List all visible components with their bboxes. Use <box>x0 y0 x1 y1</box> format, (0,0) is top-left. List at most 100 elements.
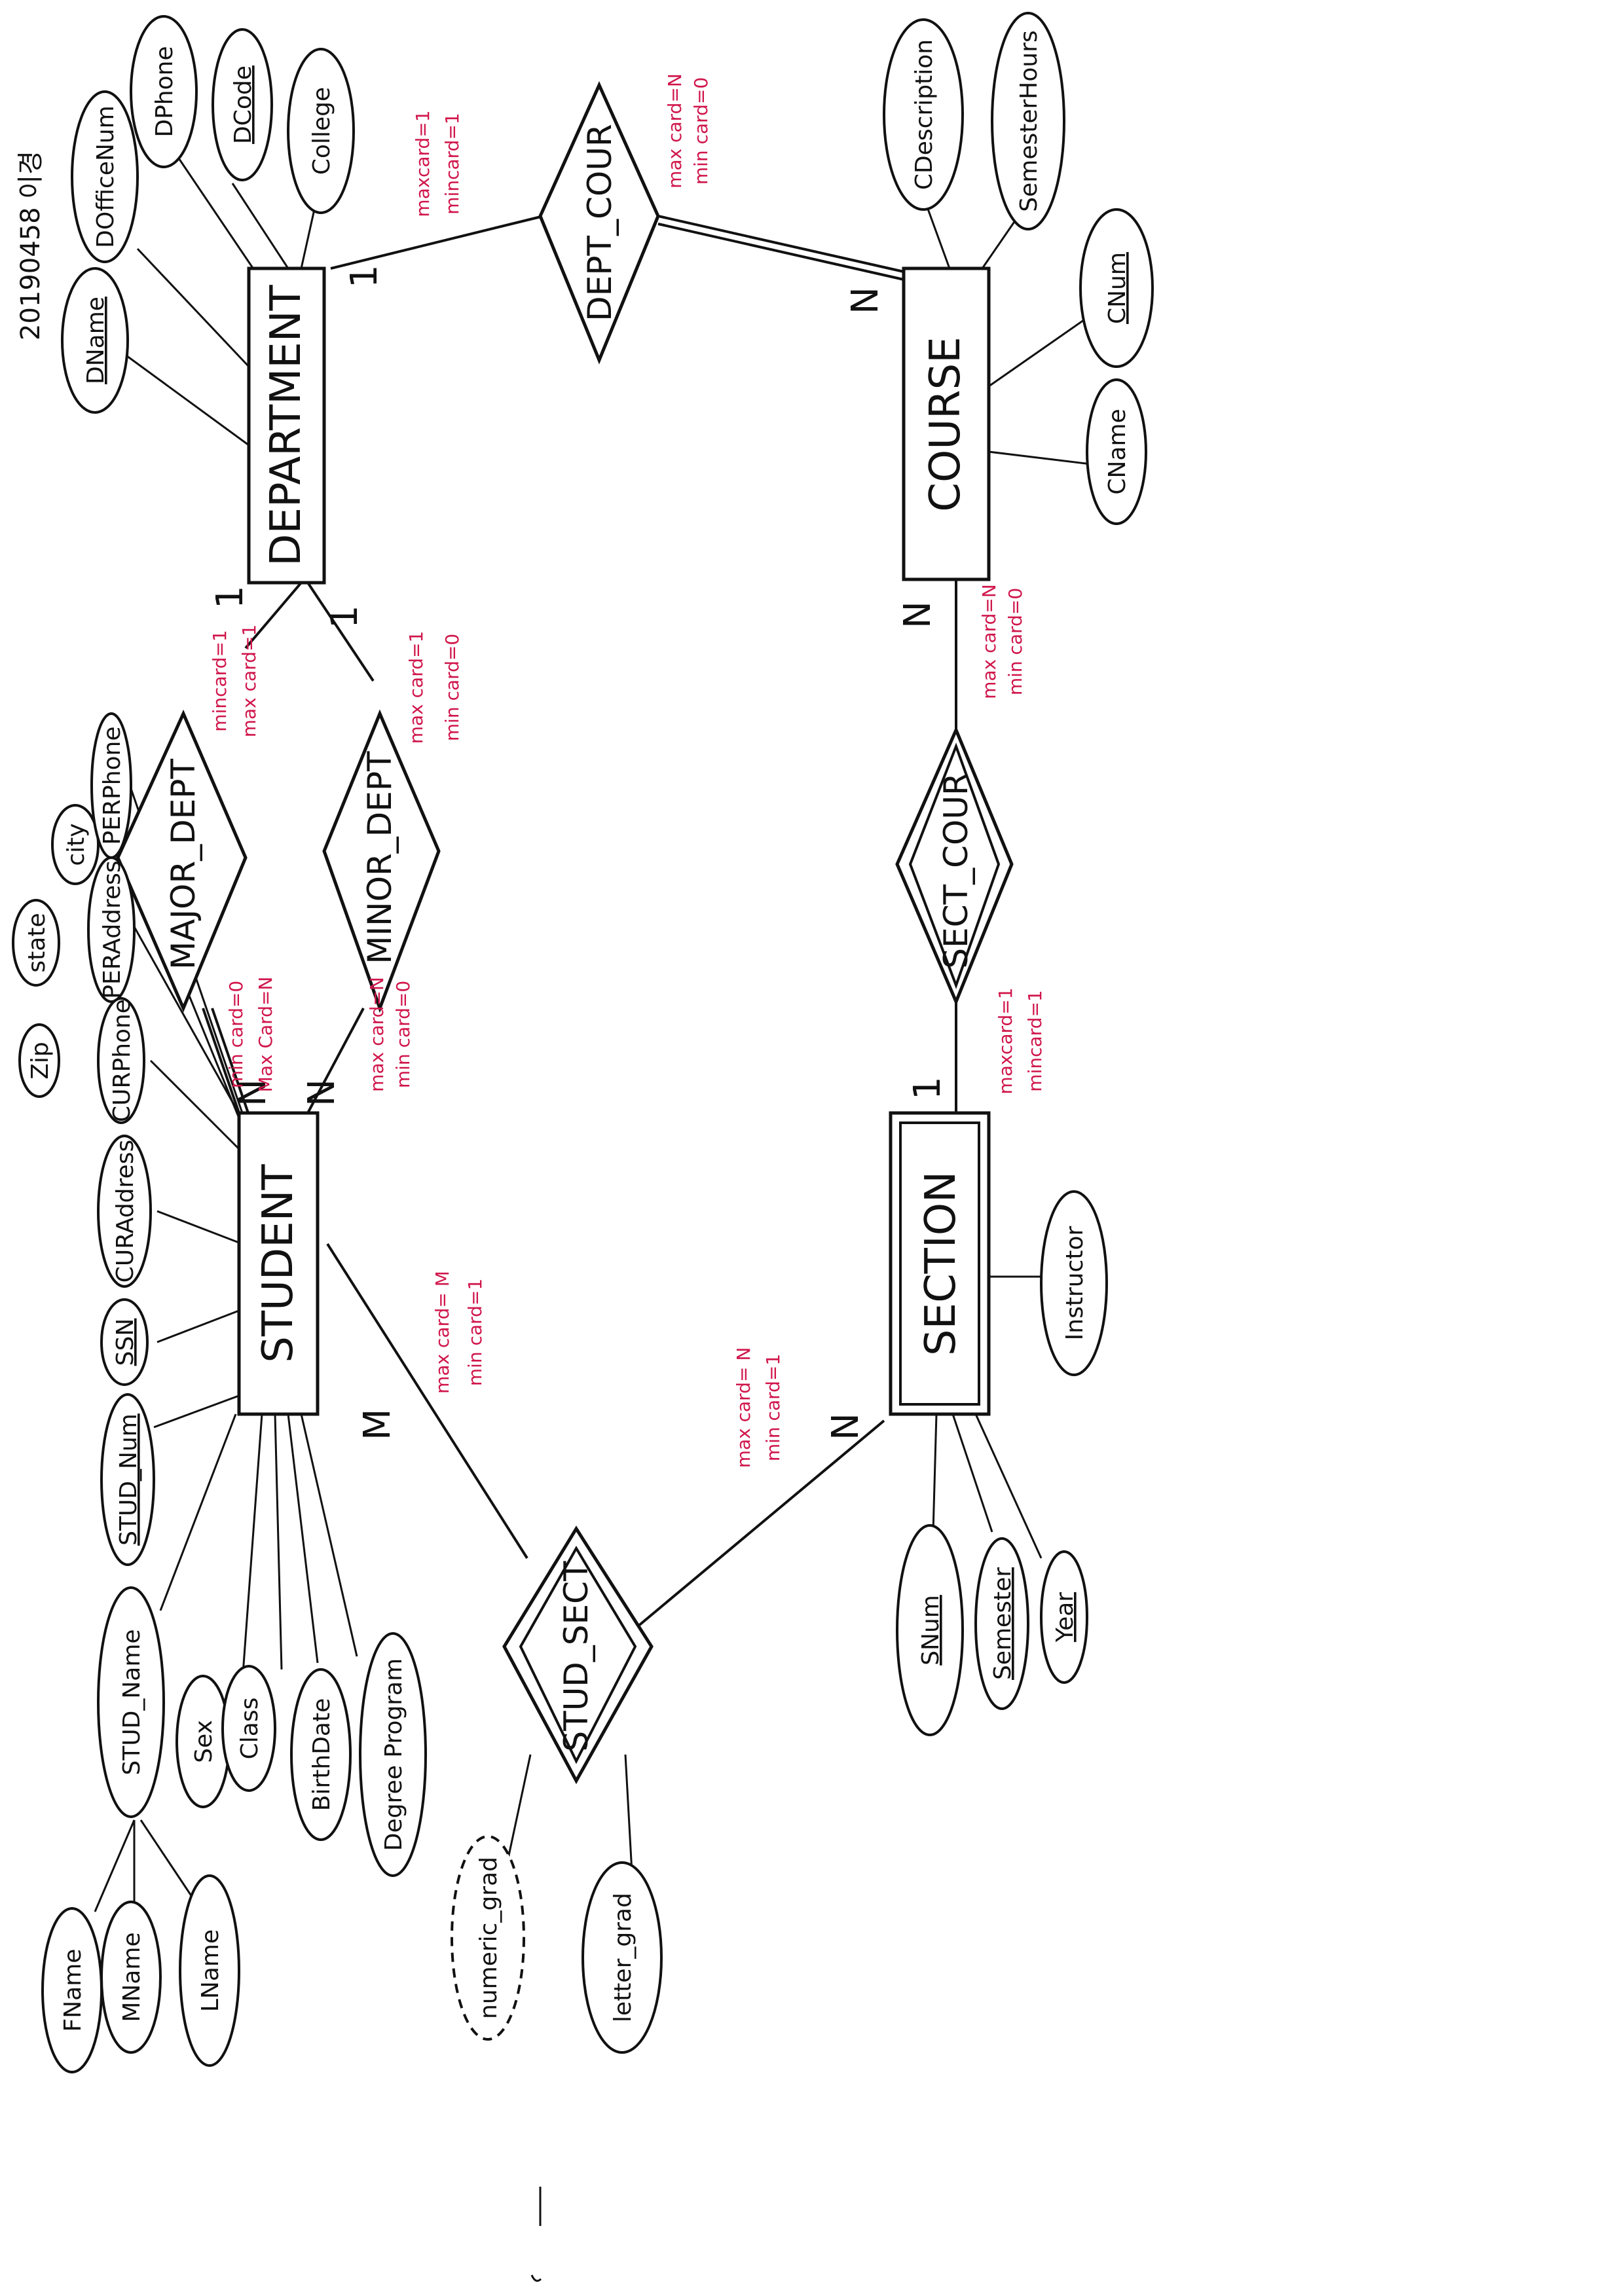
constraint-major-dept-dept-2: max card=1 <box>238 625 260 738</box>
constraint-dept-cour-dept-1: maxcard=1 <box>412 110 434 217</box>
svg-text:COURSE: COURSE <box>921 337 970 511</box>
svg-text:Instructor: Instructor <box>1061 1226 1088 1340</box>
svg-text:MAJOR_DEPT: MAJOR_DEPT <box>164 759 202 970</box>
svg-text:Year: Year <box>1052 1592 1079 1643</box>
svg-text:DEPT_COUR: DEPT_COUR <box>581 124 619 321</box>
svg-text:CURAddress: CURAddress <box>112 1140 139 1283</box>
attribute-degree-program: Degree Program <box>359 1632 427 1877</box>
attribute-per-phone: PERPhone <box>90 712 132 859</box>
attribute-cname: CName <box>1086 378 1147 525</box>
constraint-minor-dept-dept-1: max card=1 <box>405 631 427 744</box>
svg-text:DPhone: DPhone <box>151 46 178 137</box>
cardinality-dept-major: 1 <box>209 585 251 609</box>
attribute-sex: Sex <box>175 1675 231 1808</box>
attribute-birth-date: BirthDate <box>290 1668 352 1841</box>
cardinality-section-sect: 1 <box>906 1076 949 1100</box>
constraint-stud-sect-section-2: min card=1 <box>762 1354 784 1461</box>
svg-text:PERAddress: PERAddress <box>99 860 126 998</box>
svg-text:DOfficeNum: DOfficeNum <box>92 105 119 248</box>
cardinality-dept-minor: 1 <box>323 605 366 629</box>
svg-text:CName: CName <box>1104 409 1131 494</box>
attribute-cnum: CNum <box>1079 208 1154 368</box>
attribute-ssn: SSN <box>100 1298 149 1386</box>
entity-course[interactable]: COURSE <box>902 266 991 581</box>
relationship-sect-cour[interactable]: SECT_COUR <box>895 725 1014 1006</box>
attribute-state: state <box>12 899 60 987</box>
attribute-year: Year <box>1040 1550 1088 1684</box>
svg-text:BirthDate: BirthDate <box>308 1698 335 1811</box>
svg-text:SECTION: SECTION <box>917 1171 965 1356</box>
svg-text:numeric_grad: numeric_grad <box>475 1857 502 2019</box>
svg-text:DCode: DCode <box>230 65 257 144</box>
attribute-letter-grad: letter_grad <box>581 1861 663 2054</box>
svg-text:LName: LName <box>197 1929 224 2012</box>
attribute-dphone: DPhone <box>130 15 198 168</box>
svg-text:DName: DName <box>83 297 109 384</box>
relationship-minor-dept[interactable]: MINOR_DEPT <box>322 709 441 1013</box>
svg-text:city: city <box>63 823 90 866</box>
attribute-college: College <box>287 48 355 214</box>
svg-text:STUD_Name: STUD_Name <box>119 1629 145 1775</box>
constraint-major-dept-student-2: Max Card=N <box>255 977 276 1093</box>
svg-text:SECT_COUR: SECT_COUR <box>937 773 975 968</box>
constraint-dept-cour-course-1: max card=N <box>664 73 686 189</box>
constraint-dept-cour-dept-2: mincard=1 <box>441 113 463 214</box>
svg-text:STUD_Num: STUD_Num <box>115 1413 142 1546</box>
cardinality-student-stud-sect: M <box>356 1409 399 1440</box>
constraint-major-dept-student-1: min card=0 <box>225 981 247 1088</box>
attribute-semester-hours: SemesterHours <box>991 12 1065 230</box>
svg-text:Sex: Sex <box>191 1720 217 1763</box>
svg-text:Class: Class <box>236 1698 263 1760</box>
cardinality-course-dept-cour: N <box>844 287 887 314</box>
cardinality-labels: 1 N 1 1 N 1 N N M N <box>209 264 949 1440</box>
stray-mark-curl <box>530 2274 542 2282</box>
constraint-stud-sect-section-1: max card= N <box>733 1347 754 1468</box>
svg-text:College: College <box>308 87 335 175</box>
svg-text:SNum: SNum <box>917 1595 944 1666</box>
student-id-header: 20190458 이경 <box>16 151 46 340</box>
attribute-cur-address: CURAddress <box>97 1135 152 1288</box>
attribute-dname: DName <box>61 267 129 414</box>
svg-text:STUDENT: STUDENT <box>254 1163 303 1362</box>
attribute-mname: MName <box>100 1901 162 2054</box>
cardinality-dept-dept-cour: 1 <box>343 264 386 288</box>
constraint-major-dept-dept-1: mincard=1 <box>209 630 231 731</box>
attribute-fname: FName <box>41 1907 103 2073</box>
svg-text:MName: MName <box>119 1932 145 2022</box>
svg-text:PERPhone: PERPhone <box>99 727 126 845</box>
attribute-stud-num: STUD_Num <box>100 1393 155 1566</box>
entity-department[interactable]: DEPARTMENT <box>247 266 326 585</box>
svg-text:Semester: Semester <box>989 1567 1016 1680</box>
cardinality-section-stud-sect: N <box>824 1413 867 1440</box>
constraint-sect-cour-section-2: mincard=1 <box>1024 990 1046 1091</box>
attribute-zip: Zip <box>18 1023 60 1098</box>
relationship-stud-sect[interactable]: STUD_SECT <box>502 1525 654 1785</box>
cardinality-course-sect: N <box>896 601 939 629</box>
attribute-lname: LName <box>179 1874 240 2067</box>
entity-student[interactable]: STUDENT <box>237 1111 320 1416</box>
svg-text:MINOR_DEPT: MINOR_DEPT <box>361 751 399 964</box>
constraint-sect-cour-course-2: min card=0 <box>1005 588 1026 695</box>
svg-text:CDescription: CDescription <box>911 39 938 190</box>
attribute-cur-phone: CURPhone <box>97 997 145 1124</box>
svg-text:FName: FName <box>60 1949 86 2032</box>
relationship-major-dept[interactable]: MAJOR_DEPT <box>116 709 248 1013</box>
constraint-dept-cour-course-2: min card=0 <box>690 77 712 185</box>
attribute-instructor: Instructor <box>1040 1190 1108 1376</box>
svg-text:CURPhone: CURPhone <box>109 999 136 1122</box>
attribute-semester: Semester <box>974 1537 1029 1710</box>
attribute-class: Class <box>221 1665 276 1792</box>
attribute-cdescription: CDescription <box>883 18 964 211</box>
entity-section[interactable]: SECTION <box>889 1111 991 1416</box>
constraint-stud-sect-student-2: min card=1 <box>464 1279 486 1386</box>
constraint-minor-dept-student-1: max card=N <box>366 977 388 1092</box>
svg-text:SemesterHours: SemesterHours <box>1016 30 1043 212</box>
svg-text:letter_grad: letter_grad <box>610 1893 637 2022</box>
attribute-numeric-grad: numeric_grad <box>451 1835 525 2041</box>
svg-text:DEPARTMENT: DEPARTMENT <box>262 284 310 566</box>
attribute-snum: SNum <box>896 1524 964 1736</box>
cardinality-student-minor: N <box>301 1079 343 1106</box>
cardinality-student-major: N <box>232 1079 274 1106</box>
relationship-dept-cour[interactable]: DEPT_COUR <box>538 81 660 365</box>
